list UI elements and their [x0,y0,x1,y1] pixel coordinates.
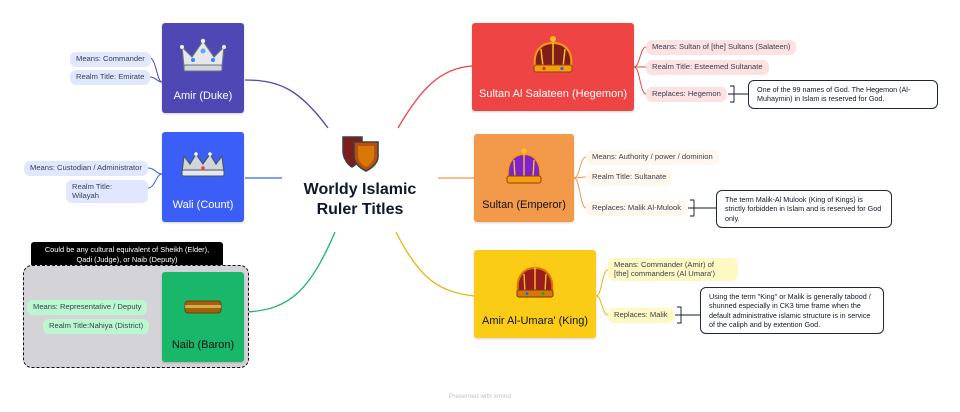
central-title-line1: Worldy Islamic [303,181,417,198]
link-center-hegemon [397,65,473,129]
node-title: Sultan (Emperor) [482,199,566,211]
wali-realm-label[interactable]: Realm Title: Wilayah [66,180,148,204]
crown-icon [181,152,225,177]
amir-realm-label[interactable]: Realm Title: Emirate [70,70,151,85]
hegemon-replaces-label[interactable]: Replaces: Hegemon [646,87,727,102]
node-naib-baron[interactable]: Naib (Baron) [162,272,244,362]
wali-realm-line2: Wilayah [72,190,100,200]
node-sultan-emperor[interactable]: Sultan (Emperor) [474,134,574,222]
node-title: Amir (Duke) [173,90,233,102]
hegemon-means-label[interactable]: Means: Sultan of [the] Sultans (Salateen… [646,40,797,55]
node-amir-al-umara-king[interactable]: Amir Al-Umara' (King) [474,250,596,338]
node-title: Amir Al-Umara' (King) [481,315,588,327]
king-replaces-label[interactable]: Replaces: Malik [608,308,674,323]
link-center-amir [244,79,329,129]
hat-icon [184,300,222,314]
footer-credit: Presented with xmind [448,393,512,400]
crown-icon [506,148,542,184]
crown-icon [180,38,226,72]
wali-means-label[interactable]: Means: Custodian / Administrator [24,161,148,176]
node-title: Wali (Count) [172,199,234,211]
node-title: Naib (Baron) [171,339,235,351]
link-center-naib [245,231,336,313]
node-sultan-al-salateen[interactable]: Sultan Al Salateen (Hegemon) [472,23,634,111]
central-title-line2: Ruler Titles [316,201,404,218]
shield-icon [342,136,379,172]
king-means-line1: Means: Commander (Amir) of [614,260,715,269]
central-topic[interactable]: Worldy Islamic Ruler Titles [280,180,440,220]
crown-icon [533,36,573,73]
crown-icon [516,262,554,298]
node-title: Sultan Al Salateen (Hegemon) [479,88,627,100]
sultan-note[interactable]: The term Malik-Al Mulook (King of Kings)… [716,190,892,229]
hegemon-realm-label[interactable]: Realm Title: Esteemed Sultanate [646,60,769,75]
king-means-label[interactable]: Means: Commander (Amir) of [the] command… [608,258,738,282]
sultan-means-label[interactable]: Means: Authority / power / dominion [586,150,719,165]
naib-realm-label[interactable]: Realm Title:Nahiya (District) [43,319,150,334]
sultan-replaces-label[interactable]: Replaces: Malik Al-Mulook [586,201,688,216]
hegemon-note[interactable]: One of the 99 names of God. The Hegemon … [748,80,938,109]
node-amir-duke[interactable]: Amir (Duke) [162,23,244,113]
amir-means-label[interactable]: Means: Commander [70,52,151,67]
sultan-realm-label[interactable]: Realm Title: Sultanate [586,170,673,185]
link-center-king [395,231,475,297]
wali-realm-line1: Realm Title: [72,182,113,191]
king-means-line2: [the] commanders (Al Umara') [614,268,716,278]
naib-note[interactable]: Could be any cultural equivalent of Shei… [31,242,223,268]
naib-means-label[interactable]: Means: Representative / Deputy [27,300,148,315]
king-note[interactable]: Using the term "King" or Malik is genera… [700,287,884,335]
node-wali-count[interactable]: Wali (Count) [162,132,244,222]
